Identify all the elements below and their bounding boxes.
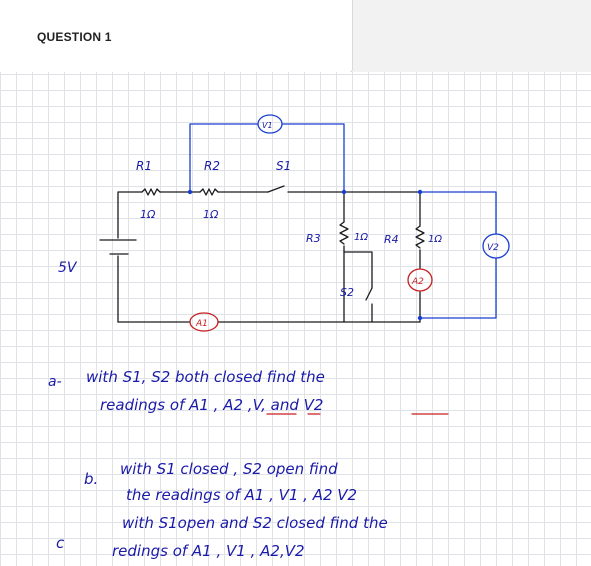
r4-value: 1Ω (428, 234, 442, 245)
a1-label: A1 (195, 319, 208, 329)
r2-value: 1Ω (203, 208, 219, 221)
v2-label: V2 (487, 243, 499, 253)
question-b-marker: b. (84, 470, 98, 488)
r3-label: R3 (306, 232, 321, 245)
r3-value: 1Ω (354, 232, 368, 243)
a2-meter (407, 268, 433, 292)
question-title: QUESTION 1 (37, 30, 112, 44)
grid-paper-image (0, 72, 591, 566)
voltmeter-wires (189, 123, 497, 319)
question-card: QUESTION 1 (0, 0, 353, 73)
r1-value: 1Ω (140, 208, 156, 221)
v1-label: V1 (262, 121, 273, 130)
circuit-wires (99, 185, 425, 323)
r2-resistor (199, 188, 219, 196)
s1-switch (267, 185, 285, 193)
r4-label: R4 (384, 233, 399, 246)
question-c-marker: c (56, 534, 65, 552)
s2-switch (365, 287, 373, 301)
v1-meter (257, 114, 283, 134)
question-a-line2: readings of A1 , A2 ,V, and V2 (100, 396, 323, 414)
r2-label: R2 (204, 159, 220, 173)
question-c-line1: with S1open and S2 closed find the (122, 514, 388, 532)
a1-meter (189, 312, 219, 332)
question-a-marker: a- (48, 374, 62, 390)
r1-resistor (141, 188, 161, 196)
a2-label: A2 (411, 277, 424, 287)
question-b-line2: the readings of A1 , V1 , A2 V2 (126, 486, 357, 504)
battery-label: 5V (58, 260, 78, 276)
r3-resistor (339, 221, 349, 245)
r1-label: R1 (136, 159, 152, 173)
v2-meter (482, 233, 510, 259)
s2-label: S2 (340, 286, 354, 299)
r4-resistor (415, 225, 425, 249)
s1-label: S1 (276, 159, 291, 173)
question-b-line1: with S1 closed , S2 open find (120, 460, 338, 478)
question-c-line2: redings of A1 , V1 , A2,V2 (112, 542, 305, 560)
junction-dots (187, 189, 423, 321)
question-a-line1: with S1, S2 both closed find the (86, 368, 325, 386)
